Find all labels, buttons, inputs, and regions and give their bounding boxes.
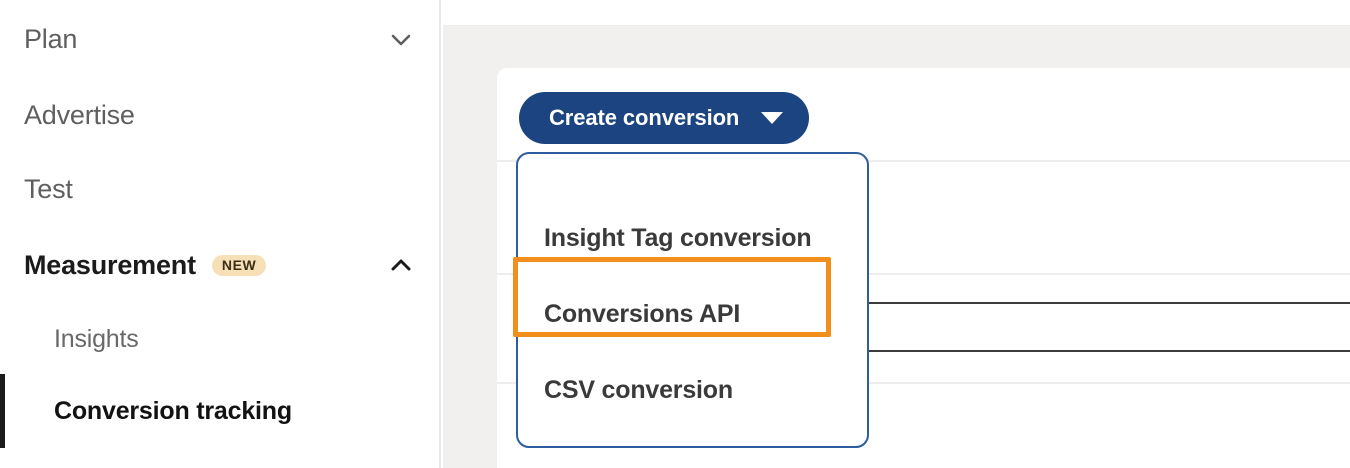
new-badge: NEW <box>211 254 267 276</box>
chevron-up-icon[interactable] <box>387 251 415 279</box>
sidebar-item-label-measurement: Measurement <box>24 249 196 280</box>
active-item-indicator <box>0 374 5 448</box>
top-header-bar <box>443 0 1350 26</box>
search-input[interactable] <box>837 302 1350 352</box>
sidebar-item-label-insights: Insights <box>54 324 139 353</box>
menu-item-label: Insight Tag conversion <box>544 223 812 252</box>
sidebar-item-label-test: Test <box>24 173 73 204</box>
create-conversion-label: Create conversion <box>549 105 740 130</box>
left-navigation-sidebar: Plan Advertise Test Measurement NEW Insi… <box>0 0 441 468</box>
menu-item-conversions-api[interactable]: Conversions API <box>518 276 867 352</box>
sidebar-item-advertise[interactable]: Advertise <box>0 78 441 152</box>
create-conversion-button[interactable]: Create conversion <box>519 92 810 144</box>
card-divider-1 <box>497 160 1350 162</box>
menu-item-label: Conversions API <box>544 299 741 328</box>
sidebar-item-conversion-tracking[interactable]: Conversion tracking <box>0 374 441 448</box>
sidebar-item-test[interactable]: Test <box>0 152 441 226</box>
card-divider-2 <box>497 273 1350 275</box>
menu-item-csv-conversion[interactable]: CSV conversion <box>518 352 867 428</box>
sidebar-item-measurement[interactable]: Measurement NEW <box>0 228 441 302</box>
menu-item-insight-tag-conversion[interactable]: Insight Tag conversion <box>518 200 867 276</box>
menu-item-label: CSV conversion <box>544 375 733 404</box>
chevron-down-icon[interactable] <box>387 25 415 53</box>
card-divider-3 <box>497 382 1350 384</box>
sidebar-item-label-advertise: Advertise <box>24 99 135 130</box>
sidebar-item-insights[interactable]: Insights <box>0 302 441 376</box>
sidebar-item-plan[interactable]: Plan <box>0 2 441 76</box>
create-conversion-dropdown-menu: Insight Tag conversion Conversions API C… <box>516 152 869 448</box>
sidebar-item-label-plan: Plan <box>24 23 78 54</box>
caret-down-icon <box>761 112 784 124</box>
sidebar-item-label-conversion-tracking: Conversion tracking <box>54 396 292 425</box>
